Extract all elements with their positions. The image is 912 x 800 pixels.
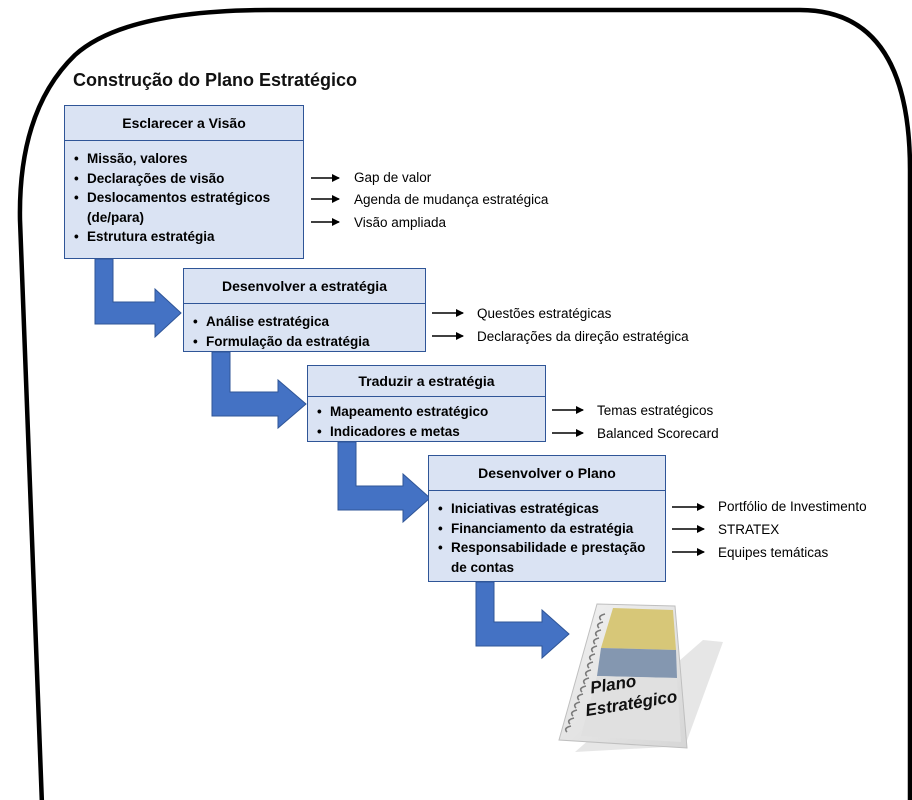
step-item: Missão, valores	[65, 149, 297, 169]
step-item: Deslocamentos estratégicos (de/para)	[65, 188, 297, 227]
output-label: STRATEX	[718, 522, 780, 537]
step-item: Declarações de visão	[65, 169, 297, 189]
step-item: Iniciativas estratégicas	[429, 499, 659, 519]
output-label: Balanced Scorecard	[597, 426, 719, 441]
step-header: Esclarecer a Visão	[65, 106, 303, 141]
strategic-plan-book: Plano Estratégico	[553, 592, 723, 757]
step-items: Iniciativas estratégicas Financiamento d…	[429, 491, 665, 583]
output-label: Gap de valor	[354, 170, 432, 185]
output-label: Questões estratégicas	[477, 306, 612, 321]
flow-arrow-2	[211, 351, 307, 430]
output-label: Equipes temáticas	[718, 545, 829, 560]
output-label: Declarações da direção estratégica	[477, 329, 689, 344]
step-box-3: Traduzir a estratégia Mapeamento estraté…	[307, 365, 546, 442]
step-items: Análise estratégica Formulação da estrat…	[184, 304, 425, 357]
step-header: Desenvolver a estratégia	[184, 269, 425, 304]
page-title: Construção do Plano Estratégico	[73, 70, 358, 90]
step-item: Mapeamento estratégico	[308, 402, 539, 422]
step-item: Formulação da estratégia	[184, 332, 419, 352]
step-item: Análise estratégica	[184, 312, 419, 332]
step-item: Financiamento da estratégia	[429, 519, 659, 539]
flow-arrow-3	[337, 441, 431, 524]
step-items: Mapeamento estratégico Indicadores e met…	[308, 397, 545, 447]
output-label: Temas estratégicos	[597, 403, 714, 418]
flow-arrow-4	[475, 581, 570, 660]
step-item: Estrutura estratégia	[65, 227, 297, 247]
output-label: Agenda de mudança estratégica	[354, 192, 549, 207]
step-box-4: Desenvolver o Plano Iniciativas estratég…	[428, 455, 666, 582]
step-item: Responsabilidade e prestação de contas	[429, 538, 659, 577]
output-label: Portfólio de Investimento	[718, 499, 867, 514]
output-label: Visão ampliada	[354, 215, 447, 230]
step-header: Traduzir a estratégia	[308, 366, 545, 397]
flow-arrow-1	[94, 258, 182, 339]
step-item: Indicadores e metas	[308, 422, 539, 442]
step-box-1: Esclarecer a Visão Missão, valores Decla…	[64, 105, 304, 259]
step-items: Missão, valores Declarações de visão Des…	[65, 141, 303, 253]
step-header: Desenvolver o Plano	[429, 456, 665, 491]
book-illustration	[558, 603, 723, 752]
step-box-2: Desenvolver a estratégia Análise estraté…	[183, 268, 426, 352]
